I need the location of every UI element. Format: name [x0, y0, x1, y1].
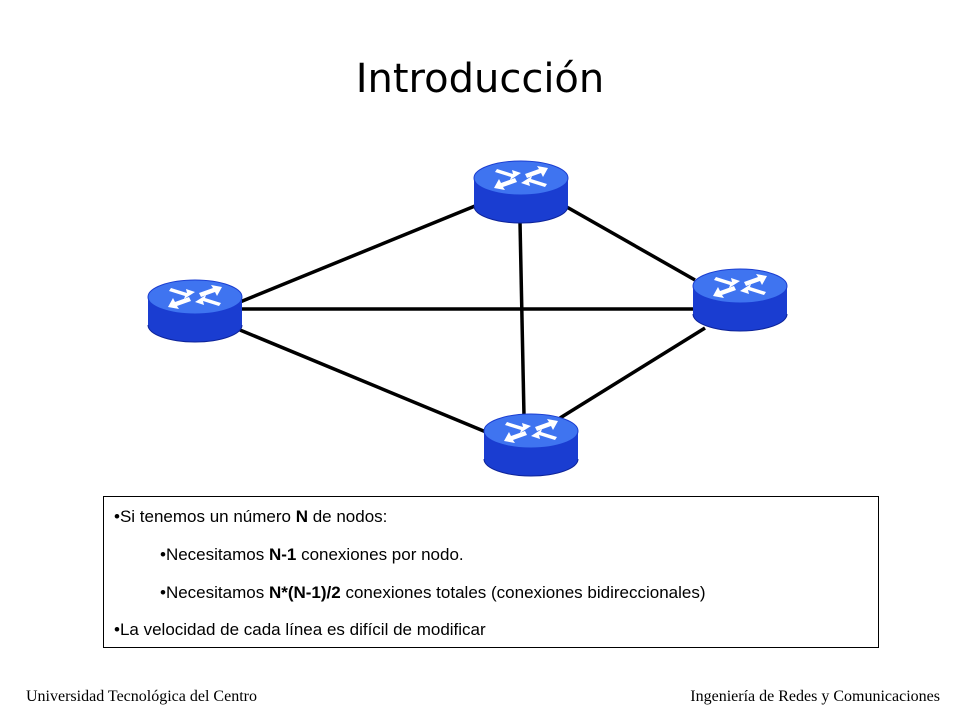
bold-formula: N*(N-1)/2 [268, 583, 341, 602]
info-line-total: •Necesitamos N*(N-1)/2 conexiones totale… [160, 583, 706, 603]
page-title: Introducción [355, 56, 605, 102]
info-line-speed: •La velocidad de cada línea es difícil d… [114, 620, 486, 639]
link-left-bottom [239, 328, 487, 434]
router-icon [692, 268, 788, 332]
text-span: conexiones totales (conexiones bidirecci… [340, 583, 706, 602]
router-icon [147, 279, 243, 343]
router-icon [473, 160, 569, 224]
info-box: •Si tenemos un número N de nodos: •Neces… [103, 496, 879, 648]
info-line-per-node: •Necesitamos N-1 conexiones por nodo. [160, 545, 464, 565]
footer-university: Universidad Tecnológica del Centro [26, 688, 257, 705]
link-top-left [239, 204, 476, 304]
link-top-right [564, 204, 696, 282]
text-span: •Si tenemos un número [114, 507, 296, 526]
text-span: conexiones por nodo. [296, 545, 464, 564]
info-line-nodes: •Si tenemos un número N de nodos: [114, 507, 387, 527]
bold-formula: N-1 [268, 545, 297, 564]
link-top-bottom [518, 221, 526, 417]
links [239, 204, 706, 434]
text-span: •Necesitamos [160, 545, 269, 564]
text-span: de nodos: [308, 507, 388, 526]
bold-variable: N [295, 507, 308, 526]
router-icon [483, 413, 579, 477]
footer-course: Ingeniería de Redes y Comunicaciones [690, 688, 940, 705]
text-span: •Necesitamos [160, 583, 269, 602]
link-right-bottom [559, 326, 706, 420]
